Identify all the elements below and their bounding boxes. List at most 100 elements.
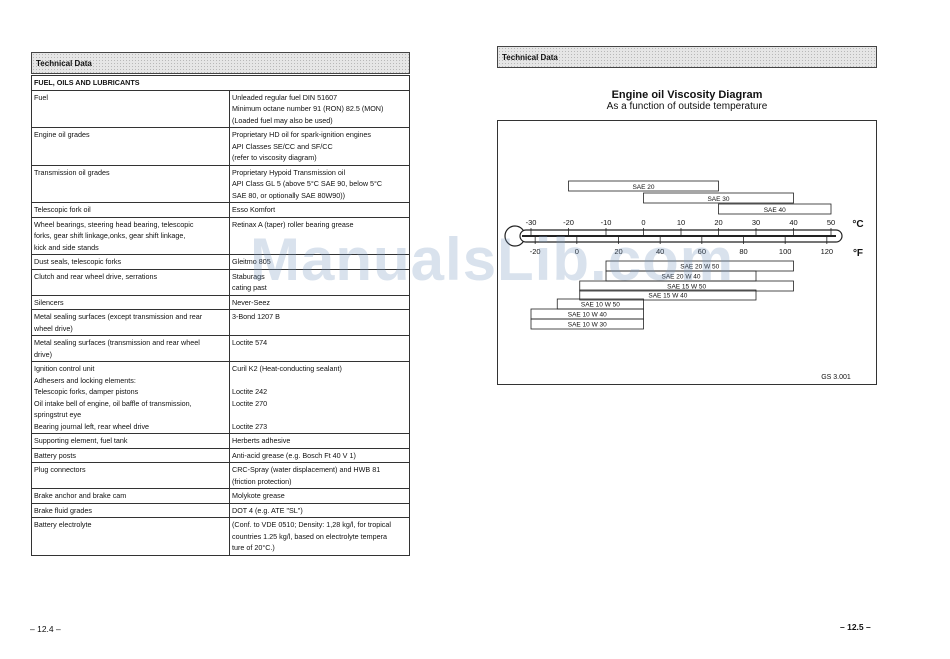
celsius-tick-label: 50: [827, 218, 835, 227]
spec-text: Loctite 242: [232, 387, 268, 396]
spec-text: API Class GL 5 (above 5°C SAE 90, below …: [232, 179, 383, 188]
table-row: Metal sealing surfaces (transmission and…: [31, 335, 410, 362]
fahrenheit-tick-label: 100: [779, 247, 792, 256]
spec-text: (friction protection): [232, 476, 292, 486]
item-text: Oil intake bell of engine, oil baffle of…: [34, 398, 192, 408]
celsius-tick-label: 40: [789, 218, 797, 227]
celsius-tick-label: -20: [563, 218, 574, 227]
item-cell: Clutch and rear wheel drive, serrations: [31, 268, 230, 296]
spec-cell: Loctite 574: [229, 335, 410, 362]
spec-cell: 3-Bond 1207 B: [229, 309, 410, 336]
spec-text: Proprietary HD oil for spark-ignition en…: [232, 130, 372, 139]
fahrenheit-tick-label: 60: [698, 247, 706, 256]
left-page-number: – 12.4 –: [30, 624, 61, 634]
item-cell: Plug connectors: [31, 462, 230, 489]
spec-text: CRC-Spray (water displacement) and HWB 8…: [232, 465, 381, 474]
item-text: Brake fluid grades: [34, 505, 92, 515]
item-text: Wheel bearings, steering head bearing, t…: [34, 219, 194, 229]
table-row: Transmission oil grades Proprietary Hypoi…: [31, 164, 410, 203]
item-cell: Brake anchor and brake cam: [31, 488, 230, 504]
item-text: Battery posts: [34, 450, 76, 460]
fahrenheit-unit-label: °F: [853, 248, 863, 259]
spec-cell: Anti-acid grease (e.g. Bosch Ft 40 V 1): [229, 447, 410, 463]
item-cell: Engine oil grades: [31, 127, 230, 166]
table-row: Telescopic fork oil Esso Komfort: [31, 202, 410, 218]
spec-text: Loctite 270: [232, 398, 268, 408]
spec-text: Minimum octane number 91 (RON) 82.5 (MON…: [232, 104, 384, 113]
item-text: Adhesers and locking elements:: [34, 375, 136, 385]
table-row: Metal sealing surfaces (except transmiss…: [31, 309, 410, 336]
spec-cell: Esso Komfort: [229, 202, 410, 218]
item-text: Supporting element, fuel tank: [34, 436, 128, 445]
grade-bar: [643, 192, 794, 204]
item-cell: Brake fluid grades: [31, 502, 230, 518]
spec-cell: Molykote grease: [229, 488, 410, 504]
spec-cell: (Conf. to VDE 0510; Density: 1,28 kg/l, …: [229, 517, 410, 556]
grade-label: SAE 20 W 50: [680, 264, 719, 271]
item-cell: Silencers: [31, 294, 230, 310]
item-text: Plug connectors: [34, 465, 86, 474]
spec-text: Staburags: [232, 271, 265, 281]
fahrenheit-tick-label: 20: [614, 247, 622, 256]
technical-data-table: FUEL, OILS AND LUBRICANTS Fuel Unleaded r…: [31, 75, 410, 556]
spec-text: countries 1.25 kg/l, based on electrolyt…: [232, 531, 388, 541]
table-row: Plug connectors CRC-Spray (water displace…: [31, 462, 410, 489]
spec-text: Curil K2 (Heat-conducting sealant): [232, 364, 342, 373]
spec-text: Unleaded regular fuel DIN 51607: [232, 92, 338, 102]
item-cell: Wheel bearings, steering head bearing, t…: [31, 216, 230, 255]
item-cell: Supporting element, fuel tank: [31, 433, 230, 449]
spec-cell: Never-Seez: [229, 294, 410, 310]
grade-label: SAE 10 W 30: [568, 322, 607, 329]
grade-label: SAE 15 W 40: [648, 293, 687, 300]
item-text: Telescopic forks, damper pistons: [34, 387, 139, 396]
item-text: Metal sealing surfaces (except transmiss…: [34, 312, 203, 321]
spec-cell: DOT 4 (e.g. ATE "SL"): [229, 502, 410, 518]
spec-cell: Proprietary HD oil for spark-ignition en…: [229, 127, 410, 166]
spec-text: Molykote grease: [232, 491, 285, 500]
spec-text: 3-Bond 1207 B: [232, 312, 280, 321]
table-row: Supporting element, fuel tank Herberts ad…: [31, 433, 410, 449]
item-text: Metal sealing surfaces (transmission and…: [34, 338, 200, 347]
item-text: Transmission oil grades: [34, 167, 110, 177]
diagram-subtitle: As a function of outside temperature: [606, 101, 768, 112]
item-text: Telescopic fork oil: [34, 205, 91, 214]
spec-cell: Curil K2 (Heat-conducting sealant) Locti…: [229, 361, 410, 434]
item-cell: Metal sealing surfaces (except transmiss…: [31, 309, 230, 336]
diagram-title: Engine oil Viscosity Diagram: [611, 89, 763, 101]
right-page-header: Technical Data: [497, 46, 877, 68]
spec-text: Proprietary Hypoid Transmission oil: [232, 167, 346, 177]
spec-text: ture of 20°C.): [232, 543, 275, 552]
fahrenheit-tick-label: 0: [575, 247, 579, 256]
section-title: FUEL, OILS AND LUBRICANTS: [31, 75, 410, 91]
celsius-unit-label: °C: [852, 219, 863, 230]
grade-bar: [530, 318, 644, 330]
spec-text: Loctite 574: [232, 338, 268, 347]
spec-text: DOT 4 (e.g. ATE "SL"): [232, 505, 303, 515]
item-text: Battery electrolyte: [34, 520, 92, 529]
spec-cell: CRC-Spray (water displacement) and HWB 8…: [229, 462, 410, 489]
item-cell: Metal sealing surfaces (transmission and…: [31, 335, 230, 362]
item-text: forks, gear shift linkage,onks, gear shi…: [34, 231, 186, 240]
table-row: Battery posts Anti-acid grease (e.g. Bosc…: [31, 447, 410, 463]
spec-text: Never-Seez: [232, 297, 270, 307]
grade-bar: [568, 180, 719, 192]
spec-text: Herberts adhesive: [232, 436, 291, 445]
item-text: Fuel: [34, 92, 48, 102]
grade-label: SAE 20: [632, 184, 654, 191]
fahrenheit-tick-label: 120: [821, 247, 834, 256]
table-row: Wheel bearings, steering head bearing, t…: [31, 216, 410, 255]
grade-label: SAE 10 W 50: [581, 302, 620, 309]
grade-bar: [718, 203, 832, 215]
spec-text: Gleitmo 805: [232, 257, 271, 266]
spec-text: Loctite 273: [232, 421, 268, 431]
spec-text: Retinax A (taper) roller bearing grease: [232, 219, 354, 229]
fahrenheit-tick-label: 80: [739, 247, 747, 256]
grade-label: SAE 40: [764, 207, 786, 214]
